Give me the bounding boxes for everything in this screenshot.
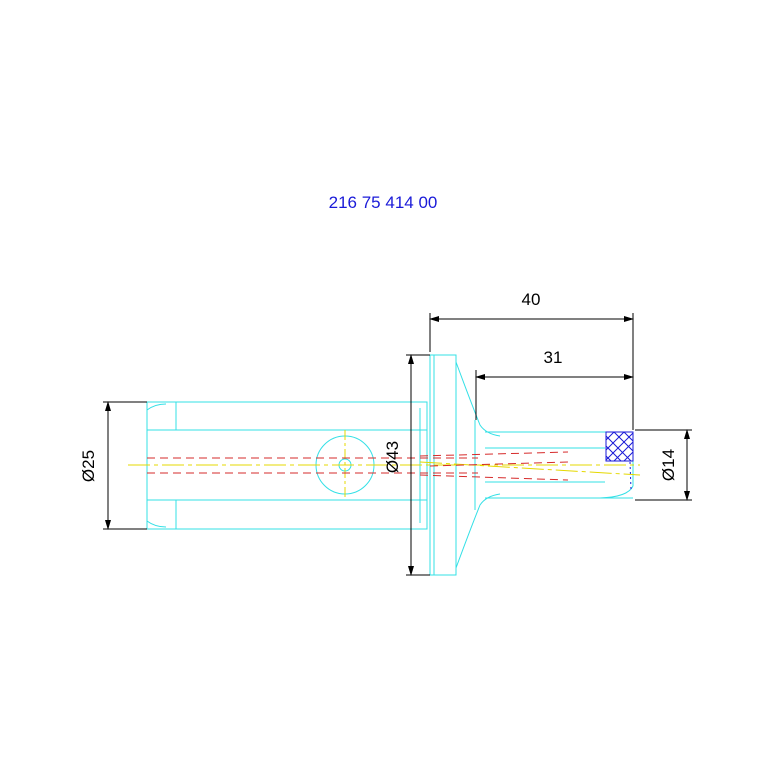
dim-31-label: 31 bbox=[544, 348, 563, 367]
part-number: 216 75 414 00 bbox=[329, 193, 438, 212]
dim-40-label: 40 bbox=[522, 290, 541, 309]
flange-taper-top bbox=[455, 361, 501, 437]
hatch-pattern-a bbox=[605, 431, 634, 462]
dim-25-label: Ø25 bbox=[79, 450, 98, 482]
dim-14-label: Ø14 bbox=[659, 449, 678, 481]
hidden-lines bbox=[147, 451, 569, 481]
centerlines bbox=[128, 430, 641, 500]
body-fillet-top bbox=[146, 403, 167, 411]
axis-centerline-skew bbox=[419, 461, 641, 476]
dim-43-label: Ø43 bbox=[383, 441, 402, 473]
hidden-shaft-mid bbox=[429, 461, 569, 467]
tip-chamfer-bottom bbox=[599, 485, 634, 499]
tip-hatch bbox=[605, 431, 634, 491]
tip-dots bbox=[629, 461, 632, 491]
hidden-shaft-top bbox=[419, 451, 569, 457]
dimensions bbox=[103, 313, 692, 576]
hidden-shaft-bottom bbox=[419, 474, 569, 481]
flange-taper-bottom bbox=[455, 493, 501, 569]
hatch-pattern-b bbox=[605, 431, 634, 462]
body-fillet-bottom bbox=[146, 520, 167, 528]
